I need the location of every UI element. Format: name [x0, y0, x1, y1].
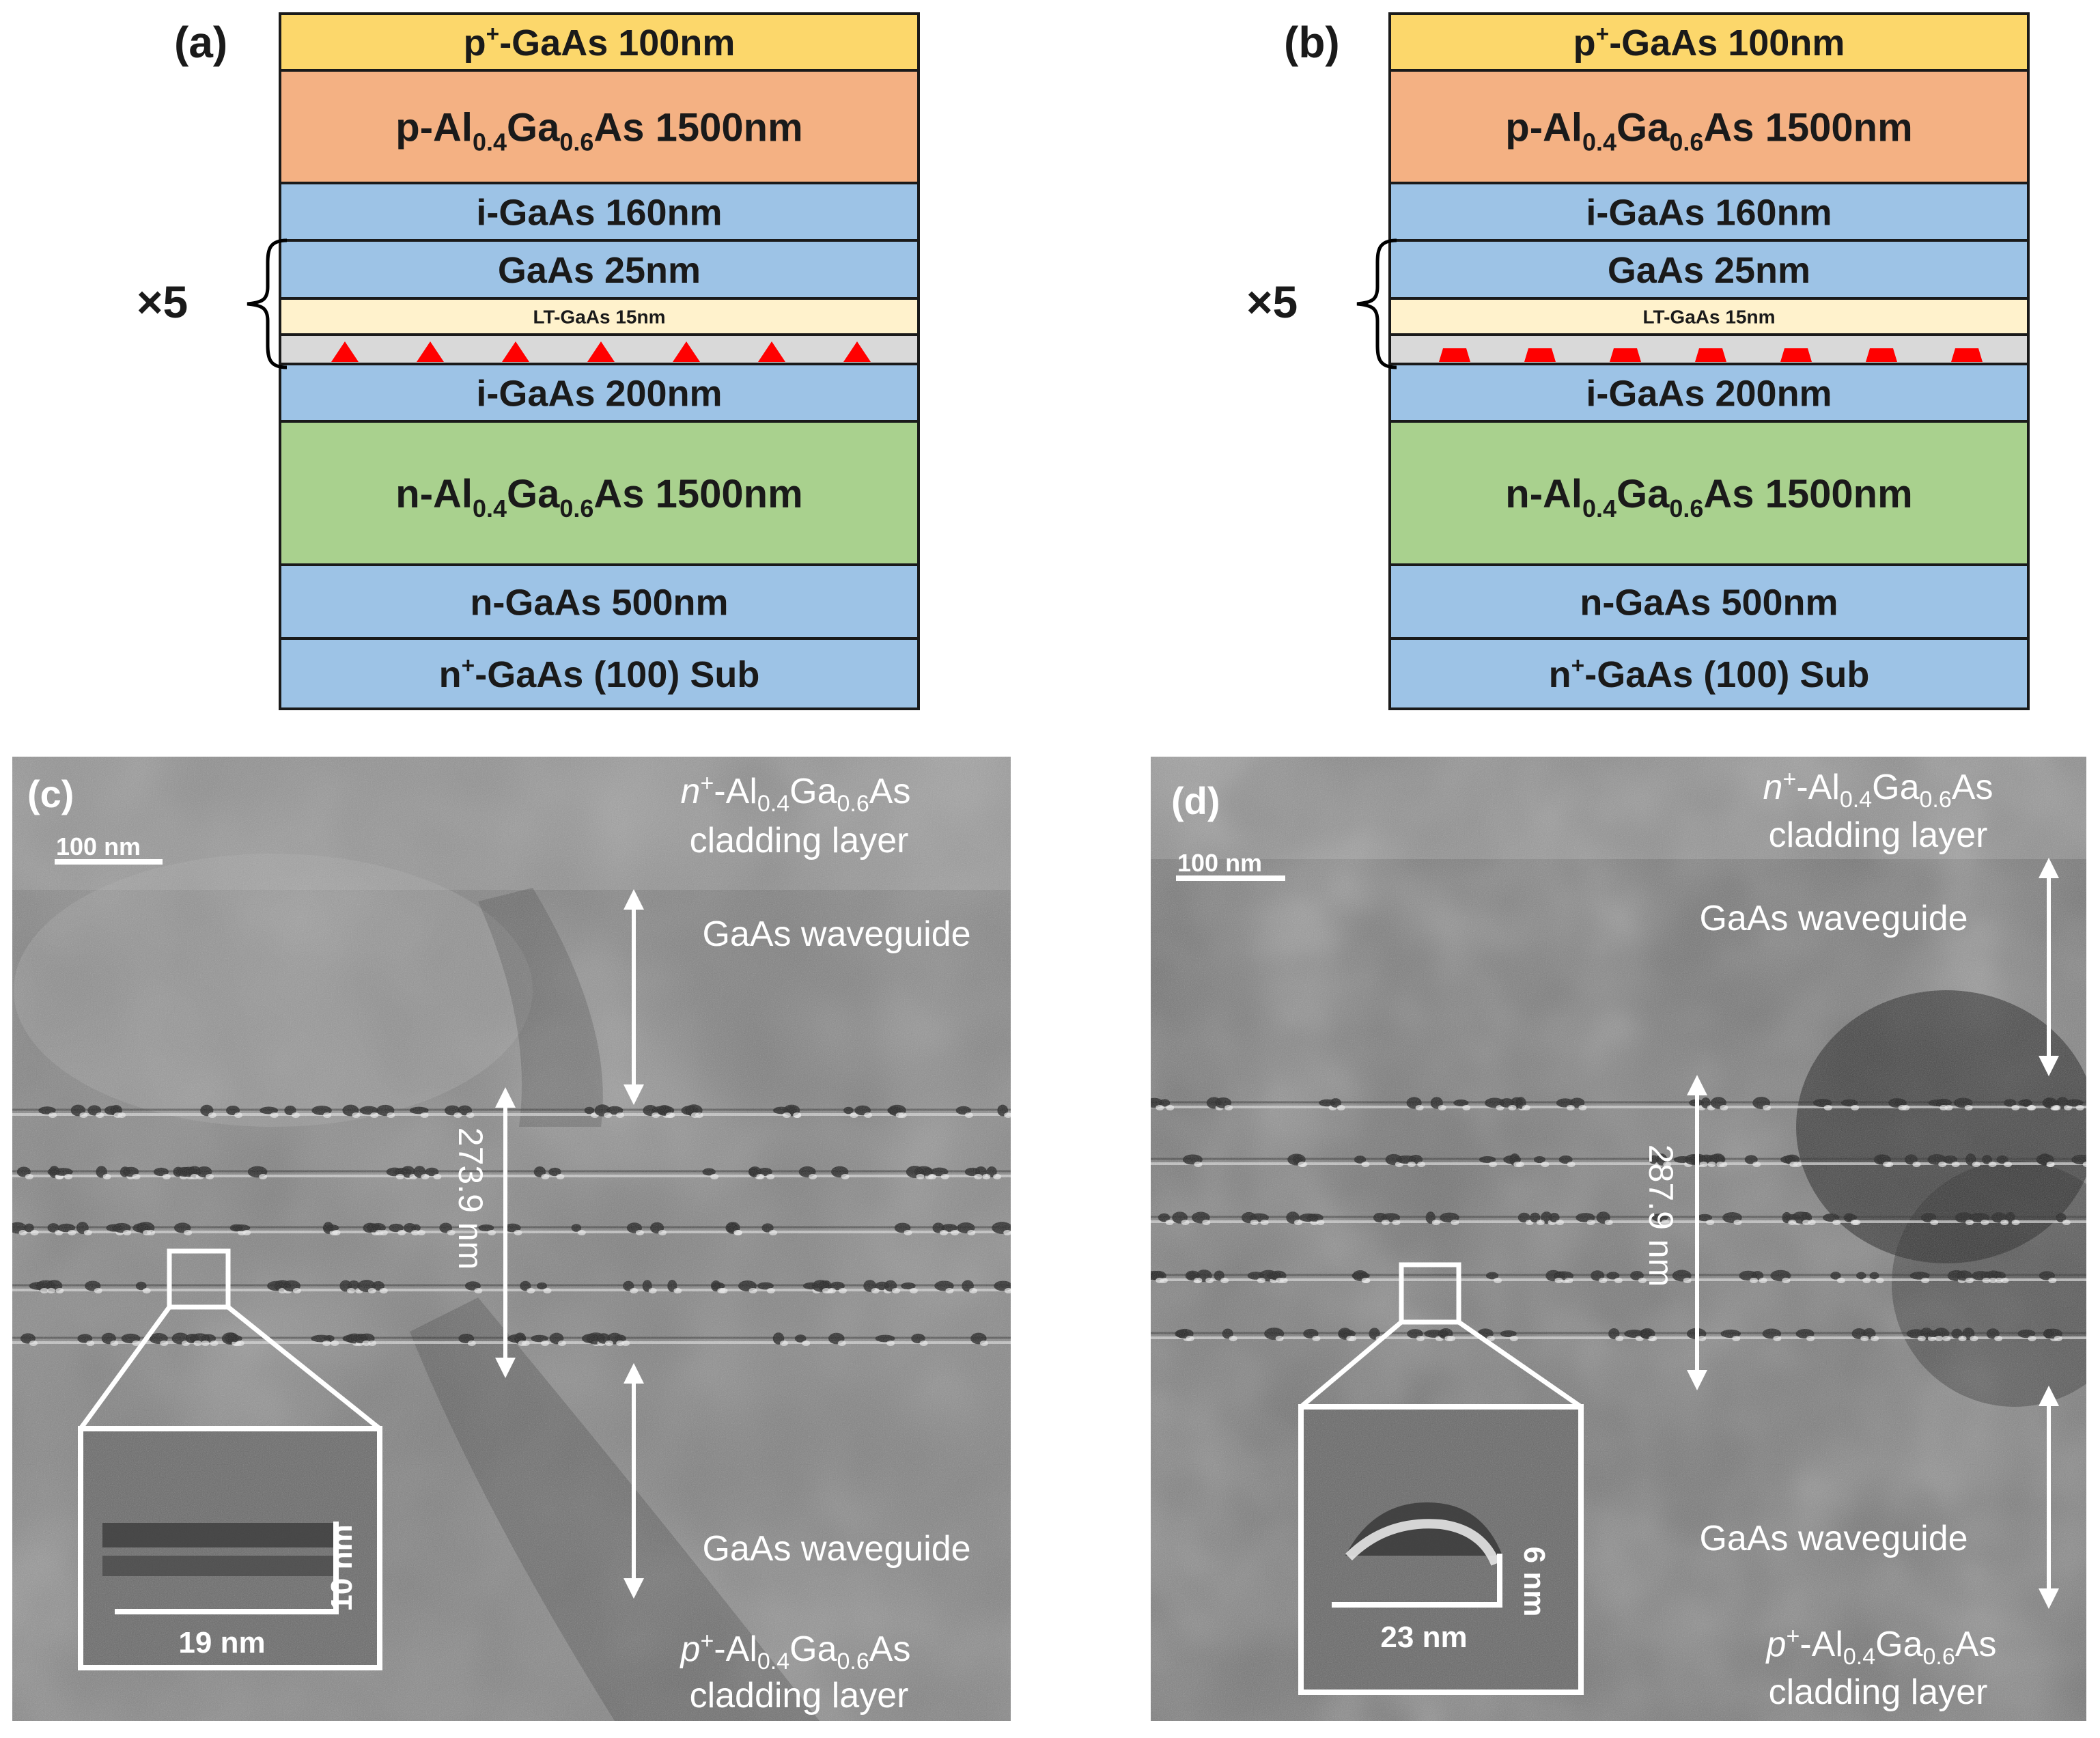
panel-c-label: (c): [27, 772, 74, 815]
panel-c-inset: 19 nm 10 nm: [78, 1426, 382, 1670]
layer-label-b-9: n+-GaAs (100) Sub: [1549, 653, 1870, 695]
layer-label-a-6: i-GaAs 200nm: [476, 373, 722, 414]
layer-a-9: [279, 637, 920, 710]
panel-c-tem-image: (c) 100 nm n+-Al0.4Ga0.6As cladding laye…: [12, 757, 1011, 1721]
layer-a-0: [279, 12, 920, 72]
panel-d-inset-height: 6 nm: [1517, 1547, 1551, 1617]
panel-d-label: (d): [1171, 779, 1220, 822]
layer-label-a-8: n-GaAs 500nm: [470, 582, 728, 623]
panel-d-bottom-cladding: p+-Al0.4Ga0.6As: [1765, 1623, 1997, 1670]
panel-d-top-cladding: n+-Al0.4Ga0.6As: [1763, 766, 1993, 813]
quantum-dot-a-2: [502, 341, 529, 362]
layer-label-a-9: n+-GaAs (100) Sub: [439, 653, 760, 695]
layer-label-b-8: n-GaAs 500nm: [1580, 582, 1838, 623]
repeat-label-b: ×5: [1246, 277, 1298, 327]
quantum-dot-a-6: [843, 341, 871, 362]
panel-c-waveguide-top: GaAs waveguide: [702, 914, 970, 954]
layer-label-a-2: i-GaAs 160nm: [476, 192, 722, 233]
quantum-dot-b-0: [1439, 348, 1470, 362]
layer-a-7: [279, 420, 920, 566]
panel-b-layer-stack: (b) p+-GaAs 100nm p-Al0.4Ga0.6As 1500nm i-…: [1246, 12, 2030, 710]
panel-d-inset-connector-right: [1457, 1320, 1582, 1409]
quantum-dot-a-4: [673, 341, 700, 362]
repeat-label-a: ×5: [137, 277, 188, 327]
panel-c-inset-connector-left: [79, 1305, 171, 1431]
quantum-dot-b-4: [1780, 348, 1812, 362]
panel-d-inset-marker: [1399, 1262, 1461, 1325]
panel-c-top-cladding-word: cladding layer: [690, 821, 909, 860]
layer-label-b-0: p+-GaAs 100nm: [1573, 21, 1845, 64]
quantum-dot-a-3: [587, 341, 615, 362]
layer-b-6: [1388, 363, 2030, 423]
panel-c-bottom-cladding: p+-Al0.4Ga0.6As: [680, 1628, 911, 1674]
layer-b-4: [1388, 297, 2030, 336]
panel-b-label: (b): [1284, 18, 1340, 67]
layer-b-9: [1388, 637, 2030, 710]
layer-label-a-1: p-Al0.4Ga0.6As 1500nm: [395, 105, 802, 156]
panel-d-tem-image: (d) 100 nm n+-Al0.4Ga0.6As cladding laye…: [1151, 757, 2086, 1721]
panel-d-waveguide-top: GaAs waveguide: [1699, 899, 1968, 938]
quantum-dot-a-1: [417, 341, 444, 362]
panel-c-waveguide-bottom: GaAs waveguide: [702, 1529, 970, 1569]
panel-a-label: (a): [174, 18, 227, 67]
layer-label-a-0: p+-GaAs 100nm: [464, 21, 736, 64]
layer-b-8: [1388, 563, 2030, 640]
quantum-dot-b-6: [1951, 348, 1983, 362]
panel-d-inset: 23 nm 6 nm: [1298, 1404, 1584, 1695]
layer-b-1: [1388, 69, 2030, 184]
panel-a-layer-stack: (a) p+-GaAs 100nm p-Al0.4Ga0.6As 1500nm i-…: [137, 12, 920, 710]
quantum-dot-b-5: [1866, 348, 1897, 362]
quantum-dot-a-5: [758, 341, 785, 362]
panel-c-scale-text: 100 nm: [56, 832, 141, 860]
panel-c-inset-width: 19 nm: [178, 1626, 265, 1659]
panel-c-inset-connector-right: [226, 1305, 382, 1431]
panel-d-bottom-cladding-word: cladding layer: [1769, 1672, 1988, 1712]
layer-b-7: [1388, 420, 2030, 566]
layer-label-b-4: LT-GaAs 15nm: [1643, 307, 1776, 328]
layer-b-3: [1388, 239, 2030, 300]
layer-a-1: [279, 69, 920, 184]
layer-label-b-7: n-Al0.4Ga0.6As 1500nm: [1505, 472, 1912, 522]
layer-label-b-2: i-GaAs 160nm: [1586, 192, 1832, 233]
panel-d-scale-text: 100 nm: [1177, 849, 1262, 877]
quantum-dot-b-2: [1610, 348, 1641, 362]
layer-label-a-4: LT-GaAs 15nm: [533, 307, 666, 328]
layer-a-3: [279, 239, 920, 300]
quantum-dot-b-1: [1524, 348, 1556, 362]
layer-label-a-3: GaAs 25nm: [498, 250, 701, 291]
repeat-brace-b: [1356, 238, 1397, 369]
panel-d-inset-width: 23 nm: [1380, 1621, 1467, 1654]
panel-c-thickness: 273.9 nm: [451, 1127, 490, 1270]
panel-c-inset-height: 10 nm: [325, 1524, 359, 1611]
layer-label-b-1: p-Al0.4Ga0.6As 1500nm: [1505, 105, 1912, 156]
panel-d-inset-connector-left: [1299, 1320, 1403, 1409]
layer-label-b-6: i-GaAs 200nm: [1586, 373, 1832, 414]
panel-d-top-cladding-word: cladding layer: [1769, 815, 1988, 855]
layer-label-a-7: n-Al0.4Ga0.6As 1500nm: [395, 472, 802, 522]
panel-d-thickness: 287.9 nm: [1642, 1145, 1680, 1287]
panel-d-waveguide-bottom: GaAs waveguide: [1699, 1519, 1968, 1558]
layer-b-0: [1388, 12, 2030, 72]
quantum-dot-a-0: [331, 341, 359, 362]
panel-c-inset-marker: [167, 1248, 231, 1310]
panel-c-bottom-cladding-word: cladding layer: [690, 1676, 909, 1715]
repeat-brace-a: [247, 238, 288, 369]
panel-c-top-cladding: n+-Al0.4Ga0.6As: [681, 770, 911, 817]
layer-label-b-3: GaAs 25nm: [1608, 250, 1810, 291]
quantum-dot-b-3: [1695, 348, 1726, 362]
